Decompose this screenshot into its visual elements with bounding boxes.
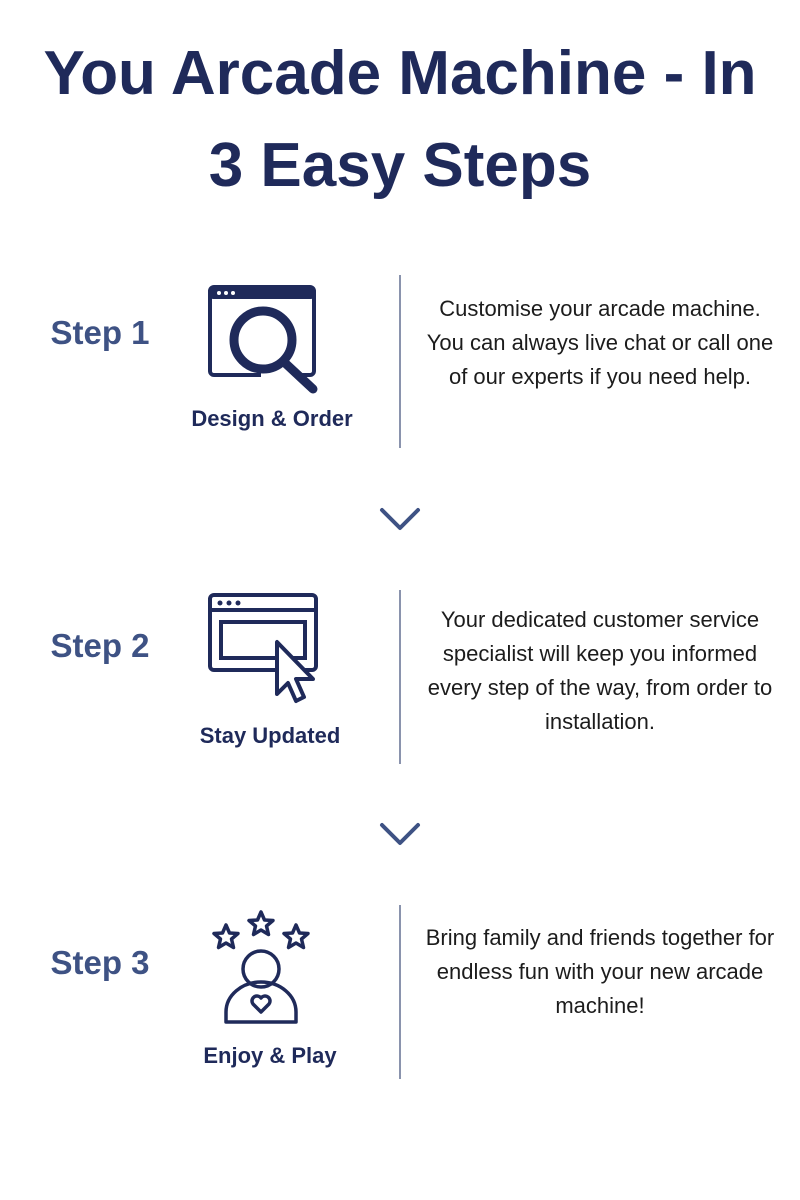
page-title: You Arcade Machine - In 3 Easy Steps bbox=[0, 28, 800, 212]
step-2-caption: Stay Updated bbox=[199, 723, 341, 748]
step-1-divider bbox=[399, 275, 401, 448]
step-1-description: Customise your arcade machine. You can a… bbox=[426, 296, 774, 389]
step-2-description: Your dedicated customer service speciali… bbox=[427, 607, 773, 734]
step-3-label: Step 3 bbox=[50, 944, 150, 981]
chevron-down-icon bbox=[380, 823, 420, 845]
step-2-divider bbox=[399, 590, 401, 764]
page-title-line-1: You Arcade Machine - In bbox=[43, 39, 757, 108]
page-title-line-2: 3 Easy Steps bbox=[208, 131, 592, 200]
step-1-label: Step 1 bbox=[50, 314, 150, 351]
chevron-down-icon bbox=[380, 508, 420, 530]
step-3-caption: Enjoy & Play bbox=[203, 1043, 337, 1068]
step-1-caption: Design & Order bbox=[191, 406, 353, 431]
step-3-description: Bring family and friends together for en… bbox=[425, 925, 775, 1018]
step-3-divider bbox=[399, 905, 401, 1079]
browser-cursor-icon bbox=[205, 590, 325, 710]
step-2-label: Step 2 bbox=[50, 627, 150, 664]
user-stars-heart-icon bbox=[202, 908, 322, 1028]
browser-search-icon bbox=[205, 282, 325, 402]
